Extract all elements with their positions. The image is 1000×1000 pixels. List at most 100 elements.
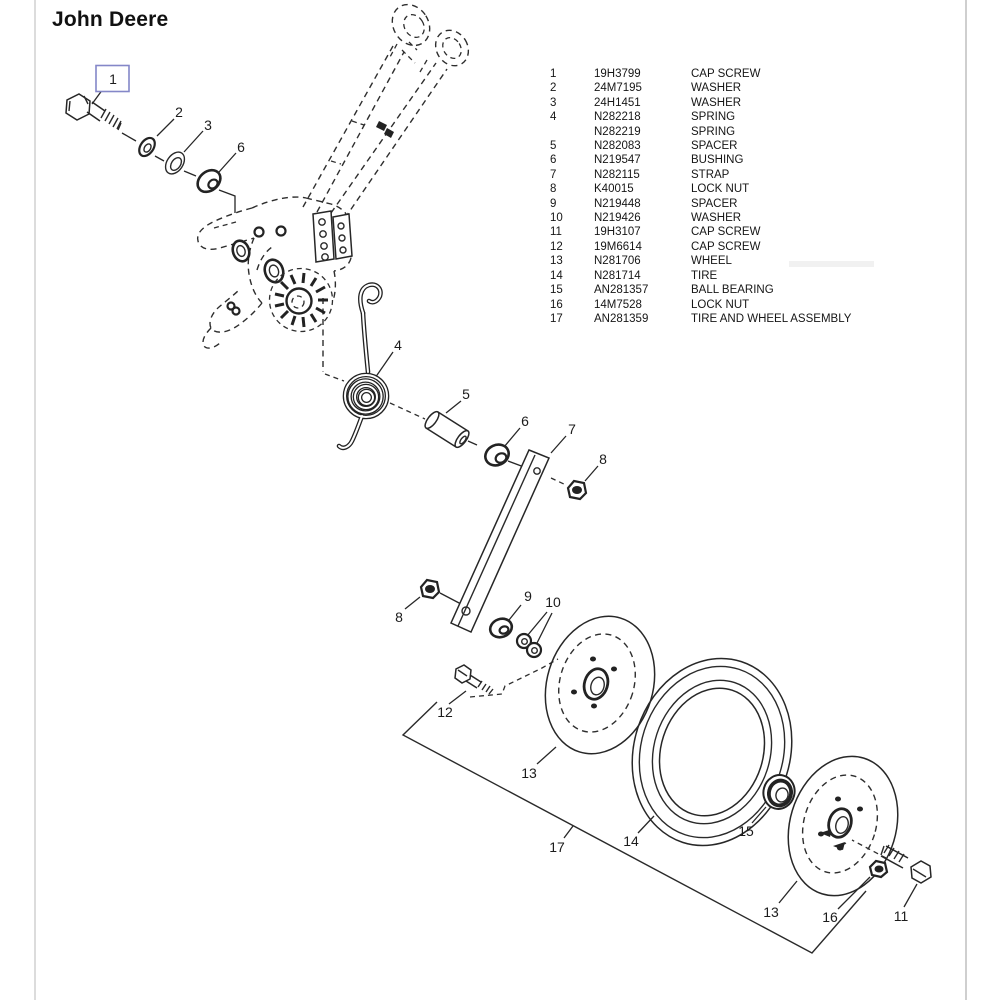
callout-8[interactable]: 8 (599, 451, 607, 467)
parts-cell-item: 12 (550, 240, 563, 253)
parts-row[interactable]: 12 19M6614 CAP SCREW (550, 240, 910, 254)
parts-cell-description: TIRE (691, 269, 718, 282)
callout-8[interactable]: 8 (395, 609, 403, 625)
part-6-bushing-drawing (196, 168, 222, 194)
part-16-lock-nut-drawing (868, 859, 889, 879)
part-2-washer-drawing (138, 136, 156, 158)
parts-cell-item: 2 (550, 82, 557, 95)
parts-cell-description: LOCK NUT (691, 298, 750, 311)
parts-row[interactable]: 2 24M7195 WASHER (550, 81, 910, 95)
highlight-artifact (789, 261, 874, 267)
parts-cell-part-number: N219547 (594, 154, 641, 167)
parts-cell-description: CAP SCREW (691, 240, 761, 253)
callout-4[interactable]: 4 (394, 337, 402, 353)
parts-cell-item: 8 (550, 183, 557, 196)
parts-cell-description: CAP SCREW (691, 68, 761, 80)
parts-row[interactable]: 9 N219448 SPACER (550, 197, 910, 211)
parts-cell-item: 7 (550, 168, 557, 181)
parts-cell-part-number: 24H1451 (594, 96, 641, 109)
parts-cell-item: 10 (550, 212, 563, 225)
callout-7[interactable]: 7 (568, 421, 576, 437)
shank-arms-phantom (302, 3, 470, 219)
parts-cell-description: BUSHING (691, 154, 744, 167)
callout-2[interactable]: 2 (175, 104, 183, 120)
callout-13[interactable]: 13 (521, 765, 537, 781)
callout-13[interactable]: 13 (763, 904, 779, 920)
part-11-cap-screw-drawing (880, 844, 932, 884)
part-13-wheel-rear-drawing (787, 755, 899, 897)
parts-cell-item: 14 (550, 269, 563, 282)
parts-cell-description: BALL BEARING (691, 284, 774, 297)
parts-cell-item: 1 (550, 68, 557, 80)
callout-10[interactable]: 10 (545, 594, 561, 610)
parts-cell-part-number: 19M6614 (594, 240, 642, 253)
page-left-border (34, 0, 36, 1000)
parts-cell-description: WASHER (691, 96, 742, 109)
callout-5[interactable]: 5 (462, 386, 470, 402)
parts-cell-description: LOCK NUT (691, 183, 750, 196)
callout-16[interactable]: 16 (822, 909, 838, 925)
page-title: John Deere (52, 8, 169, 31)
callout-6[interactable]: 6 (521, 413, 529, 429)
parts-cell-part-number: N219426 (594, 212, 641, 225)
parts-cell-item: 9 (550, 197, 557, 210)
parts-cell-part-number: 24M7195 (594, 82, 642, 95)
parts-cell-description: SPRING (691, 111, 736, 124)
parts-cell-part-number: N219448 (594, 197, 641, 210)
callout-11[interactable]: 11 (894, 908, 909, 924)
parts-cell-description: SPACER (691, 197, 738, 210)
part-8-lock-nut-right-drawing (566, 479, 588, 501)
part-7-strap-drawing (450, 449, 551, 633)
parts-cell-description: TIRE AND WHEEL ASSEMBLY (691, 312, 852, 325)
callout-1[interactable]: 1 (109, 71, 117, 87)
parts-cell-description: STRAP (691, 168, 730, 181)
axis-guides (322, 298, 887, 859)
parts-row[interactable]: 14 N281714 TIRE (550, 269, 910, 283)
assembly-bracket-17 (401, 701, 867, 954)
parts-cell-item: 13 (550, 255, 563, 268)
callout-6[interactable]: 6 (237, 139, 245, 155)
callout-3[interactable]: 3 (204, 117, 212, 133)
parts-cell-description: SPACER (691, 140, 738, 153)
part-4-spring-drawing (336, 282, 390, 451)
parts-row[interactable]: 6 N219547 BUSHING (550, 153, 910, 167)
part-14-tire-drawing (631, 657, 793, 847)
leader-lines (91, 88, 918, 910)
parts-row[interactable]: 3 24H1451 WASHER (550, 96, 910, 110)
parts-cell-part-number: N281714 (594, 269, 641, 282)
parts-cell-description: SPRING (691, 125, 736, 138)
callout-9[interactable]: 9 (524, 588, 532, 604)
callout-15[interactable]: 15 (738, 823, 754, 839)
parts-cell-part-number: N282083 (594, 140, 641, 153)
callout-12[interactable]: 12 (437, 704, 453, 720)
part-13-wheel-front-drawing (544, 615, 656, 755)
parts-cell-description: WASHER (691, 82, 742, 95)
part-6-bushing-second-drawing (484, 443, 510, 467)
parts-cell-part-number: N281706 (594, 255, 641, 268)
parts-row[interactable]: N282219 SPRING (550, 125, 910, 139)
parts-cell-item: 3 (550, 96, 557, 109)
parts-cell-description: CAP SCREW (691, 226, 761, 239)
parts-row[interactable]: 8 K40015 LOCK NUT (550, 182, 910, 196)
parts-cell-part-number: K40015 (594, 183, 634, 196)
callout-17[interactable]: 17 (549, 839, 565, 855)
callout-14[interactable]: 14 (623, 833, 639, 849)
parts-cell-item: 6 (550, 154, 557, 167)
parts-cell-part-number: N282219 (594, 125, 641, 138)
part-3-washer-drawing (164, 151, 186, 175)
part-1-cap-screw-drawing (65, 93, 122, 131)
parts-cell-part-number: AN281357 (594, 284, 649, 297)
hub-bracket-phantom (196, 196, 353, 349)
parts-cell-item: 11 (550, 226, 562, 239)
